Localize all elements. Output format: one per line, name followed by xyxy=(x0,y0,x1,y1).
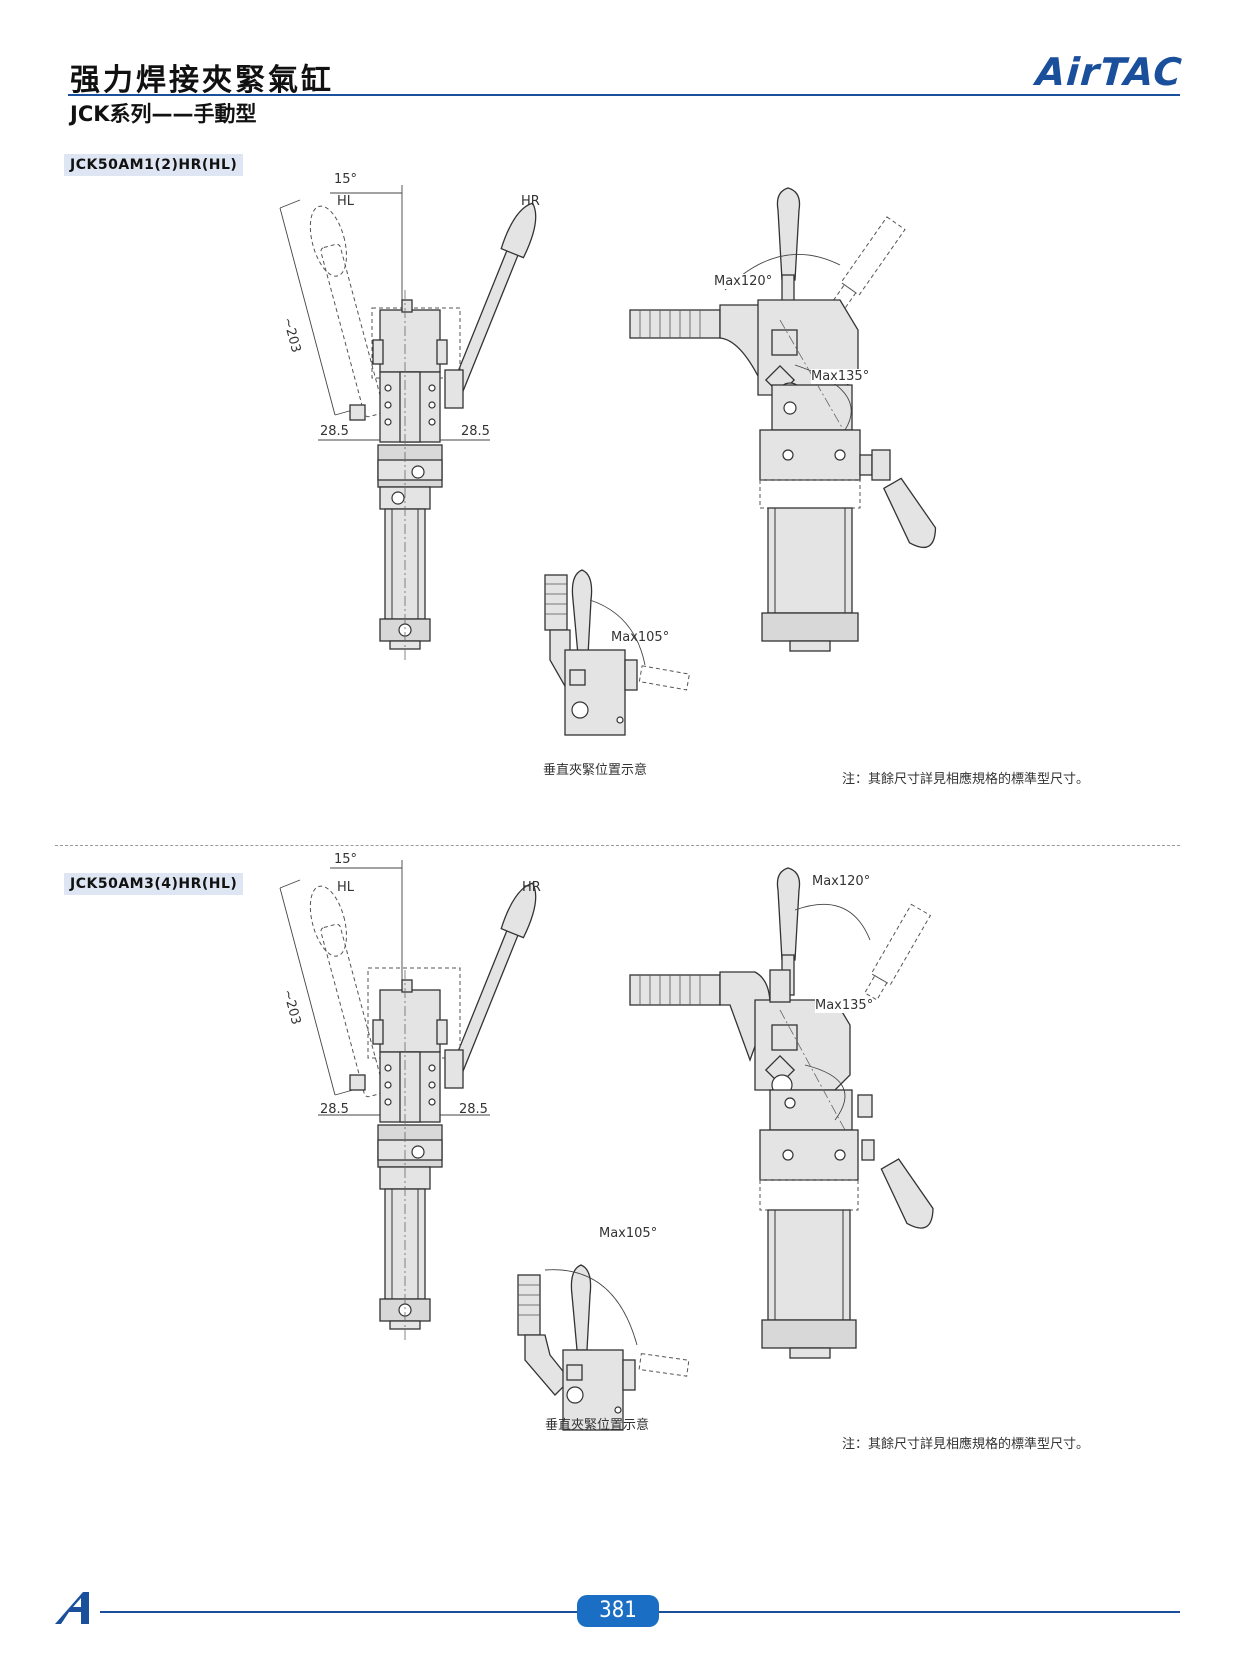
max135-label-1: Max135° xyxy=(811,369,870,384)
dimension-note-2: 注：其餘尺寸詳見相應規格的標準型尺寸。 xyxy=(842,1437,1090,1452)
side-view-drawing-2 xyxy=(629,867,934,1359)
max135-label-2: Max135° xyxy=(815,998,874,1013)
angle-label-15-2: 15° xyxy=(334,852,358,867)
dim-right-label-2: 28.5 xyxy=(459,1102,488,1117)
dim-left-label-1: 28.5 xyxy=(320,424,349,439)
brand-logo: AirTAC xyxy=(1034,50,1184,94)
dimension-note-1: 注：其餘尺寸詳見相應規格的標準型尺寸。 xyxy=(842,772,1090,787)
page-title: 强力焊接夾緊氣缸 xyxy=(70,63,334,98)
front-view-drawing-2 xyxy=(279,860,537,1340)
header-rule xyxy=(68,94,1180,96)
side-view-drawing-1 xyxy=(629,187,937,652)
dim-left-label-2: 28.5 xyxy=(320,1102,349,1117)
vertical-clamp-drawing-1 xyxy=(544,569,690,736)
max120-label-2: Max120° xyxy=(812,874,871,889)
section-separator xyxy=(55,845,1180,846)
footer-logo-icon xyxy=(55,1592,89,1624)
hr-label-2: HR xyxy=(522,880,541,895)
page-number: 381 xyxy=(577,1595,659,1627)
front-view-drawing-1 xyxy=(279,185,537,660)
max120-label-1: Max120° xyxy=(714,274,773,289)
vertical-clamp-drawing-2 xyxy=(517,1264,690,1431)
angle-label-15-1: 15° xyxy=(334,172,358,187)
max105-label-1: Max105° xyxy=(611,630,670,645)
series-subtitle: JCK系列——手動型 xyxy=(70,102,257,126)
hl-label-1: HL xyxy=(337,194,355,209)
model-label-1: JCK50AM1(2)HR(HL) xyxy=(64,154,244,176)
dim-right-label-1: 28.5 xyxy=(461,424,490,439)
max105-label-2: Max105° xyxy=(599,1226,658,1241)
vertical-clamp-caption-2: 垂直夾緊位置示意 xyxy=(545,1418,650,1433)
model-label-2: JCK50AM3(4)HR(HL) xyxy=(64,873,244,895)
hr-label-1: HR xyxy=(521,194,540,209)
hl-label-2: HL xyxy=(337,880,355,895)
vertical-clamp-caption-1: 垂直夾緊位置示意 xyxy=(543,763,648,778)
